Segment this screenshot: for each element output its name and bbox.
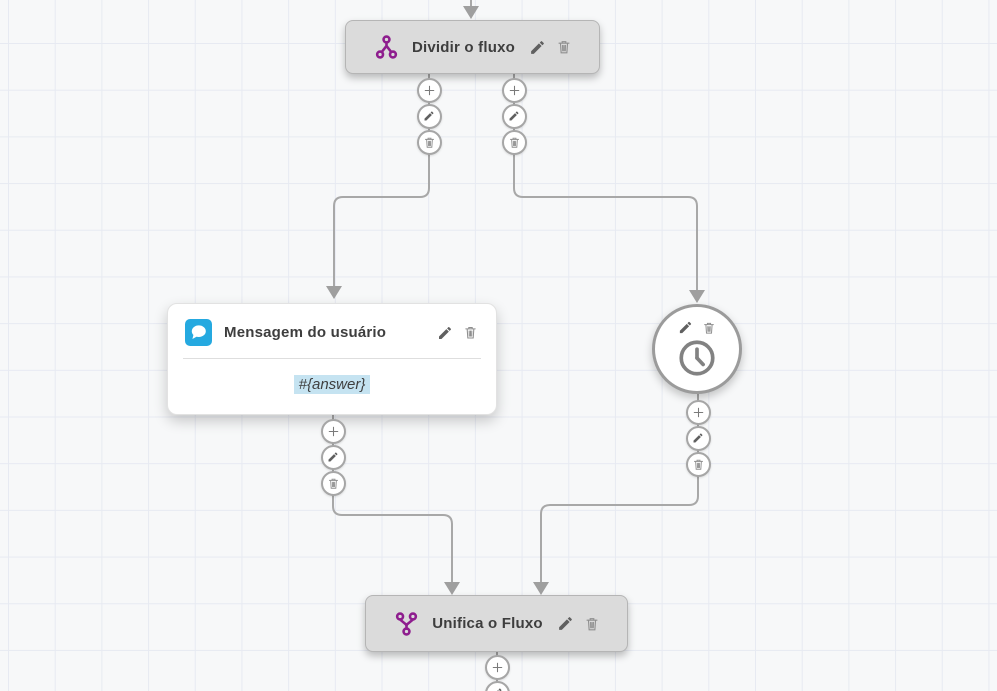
pencil-icon: [491, 687, 503, 691]
plus-icon: [422, 83, 437, 98]
split-icon: [373, 34, 400, 61]
edit-connector-button[interactable]: [416, 103, 442, 129]
edit-connector-button[interactable]: [501, 103, 527, 129]
plus-icon: [490, 660, 505, 675]
connector-incoming-top: [463, 0, 479, 19]
plus-icon: [507, 83, 522, 98]
delete-node-button[interactable]: [463, 325, 478, 340]
node-divider: [183, 358, 481, 359]
connector-delay-to-merge: [533, 394, 699, 595]
node-title: Unifica o Fluxo: [432, 615, 543, 632]
delete-node-button[interactable]: [702, 321, 716, 335]
pencil-icon: [692, 432, 704, 444]
edit-connector-button[interactable]: [685, 425, 711, 451]
edit-node-button[interactable]: [678, 320, 693, 335]
add-step-button[interactable]: [685, 399, 711, 425]
delete-connector-button[interactable]: [416, 129, 442, 155]
node-title: Mensagem do usuário: [224, 324, 387, 341]
edit-node-button[interactable]: [529, 39, 546, 56]
user-message-node[interactable]: Mensagem do usuário #{answer}: [167, 303, 497, 415]
trash-icon: [423, 136, 436, 149]
clock-icon: [676, 337, 718, 379]
edit-node-button[interactable]: [437, 325, 453, 341]
delete-connector-button[interactable]: [501, 129, 527, 155]
chat-bubble-icon: [185, 319, 212, 346]
delete-connector-button[interactable]: [685, 451, 711, 477]
plus-icon: [691, 405, 706, 420]
add-step-button[interactable]: [416, 77, 442, 103]
trash-icon: [327, 477, 340, 490]
connector-message-to-merge: [332, 415, 460, 595]
delete-connector-button[interactable]: [320, 470, 346, 496]
merge-flow-node[interactable]: Unifica o Fluxo: [365, 595, 628, 652]
connector-split-to-delay: [513, 74, 705, 303]
pencil-icon: [327, 451, 339, 463]
node-title: Dividir o fluxo: [411, 38, 515, 56]
delete-node-button[interactable]: [556, 39, 572, 55]
split-flow-node[interactable]: Dividir o fluxo: [345, 20, 600, 74]
trash-icon: [692, 458, 705, 471]
trash-icon: [508, 136, 521, 149]
merge-icon: [393, 610, 420, 637]
delay-node[interactable]: [652, 304, 742, 394]
plus-icon: [326, 424, 341, 439]
pencil-icon: [423, 110, 435, 122]
delete-node-button[interactable]: [584, 616, 600, 632]
pencil-icon: [508, 110, 520, 122]
edit-node-button[interactable]: [557, 615, 574, 632]
edit-connector-button[interactable]: [320, 444, 346, 470]
add-step-button[interactable]: [484, 654, 510, 680]
connector-split-to-message: [326, 74, 430, 299]
add-step-button[interactable]: [320, 418, 346, 444]
add-step-button[interactable]: [501, 77, 527, 103]
variable-value: #{answer}: [293, 375, 371, 394]
